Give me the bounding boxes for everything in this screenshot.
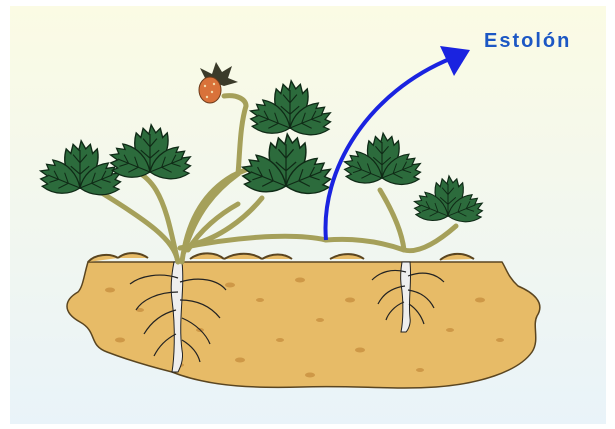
stolon-label: Estolón [484, 30, 571, 53]
